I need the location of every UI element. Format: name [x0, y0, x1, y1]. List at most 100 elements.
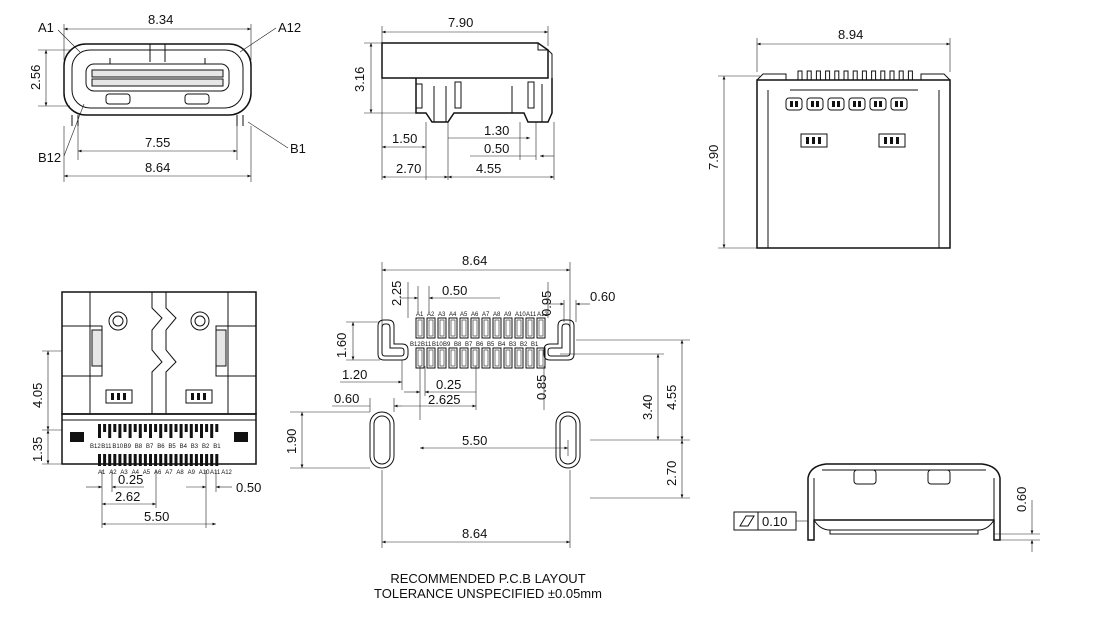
bv-pin-upper [128, 424, 132, 438]
pcb-pin-label-top: A8 [493, 312, 501, 318]
top-finger [852, 70, 858, 81]
pcb-dim-160: 1.60 [334, 333, 349, 358]
top-slot-mark [858, 101, 861, 107]
pcb-pad-bottom [459, 347, 469, 369]
bv-pin-label-bottom: A8 [176, 470, 184, 476]
side-height-dim: 3.16 [352, 67, 367, 92]
bv-pin-label-bottom: A12 [221, 470, 232, 476]
bv-pin-lower [118, 454, 122, 466]
pcb-pad-bottom [492, 347, 502, 369]
pcb-pad-bottom [437, 347, 447, 369]
bv-pin-upper [189, 424, 193, 438]
bv-pin-lower [189, 454, 193, 466]
top-slot-mark [811, 101, 814, 107]
top-finger [861, 70, 867, 81]
pcb-pad-bottom [448, 347, 458, 369]
top-slot [869, 97, 887, 111]
bv-pin-lower [215, 454, 219, 466]
pcb-pin-label-bottom: B8 [454, 342, 462, 348]
top-finger [880, 70, 886, 81]
pcb-pad-top-inner [428, 319, 434, 337]
bv-pin-label-top: B1 [213, 444, 221, 450]
side-length-dim: 7.90 [448, 15, 473, 30]
bv-pin-upper [205, 424, 209, 432]
top-slot-mark [895, 101, 898, 107]
pcb-dim-225: 2.25 [389, 281, 404, 306]
bv-pin-label-top: B6 [157, 444, 165, 450]
pcb-pin-label-top: A6 [471, 312, 479, 318]
side-dim-150: 1.50 [392, 131, 417, 146]
pcb-pin-label-bottom: B7 [465, 342, 473, 348]
top-finger [871, 70, 877, 81]
pcb-pad-bottom [481, 347, 491, 369]
bv-pin-lower [159, 454, 163, 466]
pcb-pad-bottom [426, 347, 436, 369]
pcb-pad-bottom-inner [417, 349, 423, 367]
front-label-b1: B1 [290, 141, 306, 156]
note-line-1: RECOMMENDED P.C.B LAYOUT [390, 571, 585, 586]
bv-pin-lower [128, 454, 132, 466]
pcb-bottom-width-dim: 8.64 [462, 526, 487, 541]
bv-pin-upper [138, 424, 142, 438]
bv-dim-262: 2.62 [115, 489, 140, 504]
bv-dim-025: 0.25 [118, 472, 143, 487]
pcb-pin-label-top: A1 [416, 312, 424, 318]
front-top-width-dim: 8.34 [148, 12, 173, 27]
top-slot-mark [900, 101, 903, 107]
pcb-dim-340: 3.40 [640, 395, 655, 420]
pcb-pad-bottom-inner [538, 349, 544, 367]
end-height-dim: 0.60 [1014, 487, 1029, 512]
pcb-pad-bottom-inner [439, 349, 445, 367]
flatness-value: 0.10 [762, 514, 787, 529]
pcb-dim-120: 1.20 [342, 367, 367, 382]
bv-pin-label-bottom: A7 [165, 470, 173, 476]
pcb-pin-label-top: A7 [482, 312, 490, 318]
pcb-pin-label-top: A9 [504, 312, 512, 318]
bv-pin-label-top: B3 [191, 444, 199, 450]
pcb-pin-label-bottom: B5 [487, 342, 495, 348]
bv-pin-label-top: B12 [90, 444, 101, 450]
bv-pin-lower [174, 454, 178, 466]
top-finger [898, 70, 904, 81]
front-label-a12: A12 [278, 20, 301, 35]
pcb-pin-label-top: A5 [460, 312, 468, 318]
pcb-pin-label-top: A12 [537, 312, 548, 318]
bv-pin-label-top: B9 [124, 444, 132, 450]
bv-dim-050: 0.50 [236, 480, 261, 495]
bv-pin-lower [138, 454, 142, 466]
pcb-pad-bottom-inner [516, 349, 522, 367]
bv-pin-label-bottom: A3 [120, 470, 128, 476]
bv-pin-upper [200, 424, 203, 438]
bv-pin-upper [194, 424, 198, 432]
top-view: 8.94 7.90 [706, 27, 951, 249]
pcb-pad-bottom-inner [483, 349, 489, 367]
top-slot [890, 97, 908, 111]
top-finger [797, 70, 803, 81]
pcb-pin-label-bottom: B10 [432, 342, 443, 348]
bv-pin-upper [174, 424, 178, 432]
bv-pin-upper [113, 424, 117, 432]
top-finger [825, 70, 831, 81]
bv-pin-label-bottom: A2 [109, 470, 117, 476]
top-slot-mark [790, 101, 793, 107]
pcb-pad-top [514, 317, 524, 339]
bv-pin-label-top: B11 [101, 444, 112, 450]
top-slot-mark [816, 101, 819, 107]
bv-pin-lower [164, 454, 168, 466]
pcb-pin-label-bottom: B4 [498, 342, 506, 348]
pcb-pad-top [536, 317, 546, 339]
side-view: 7.90 3.16 1.50 1.30 0.50 2.70 4.55 [352, 15, 555, 180]
bv-pin-upper [108, 424, 112, 438]
pcb-pad-bottom [503, 347, 513, 369]
front-inner-width-dim: 7.55 [145, 135, 170, 150]
bv-pin-lower [200, 454, 203, 466]
pcb-pad-top [525, 317, 535, 339]
top-slot [848, 97, 866, 111]
bv-pin-lower [184, 454, 188, 466]
pcb-dim-050: 0.50 [442, 283, 467, 298]
bv-pin-label-bottom: A5 [143, 470, 151, 476]
pcb-dim-085: 0.85 [534, 375, 549, 400]
